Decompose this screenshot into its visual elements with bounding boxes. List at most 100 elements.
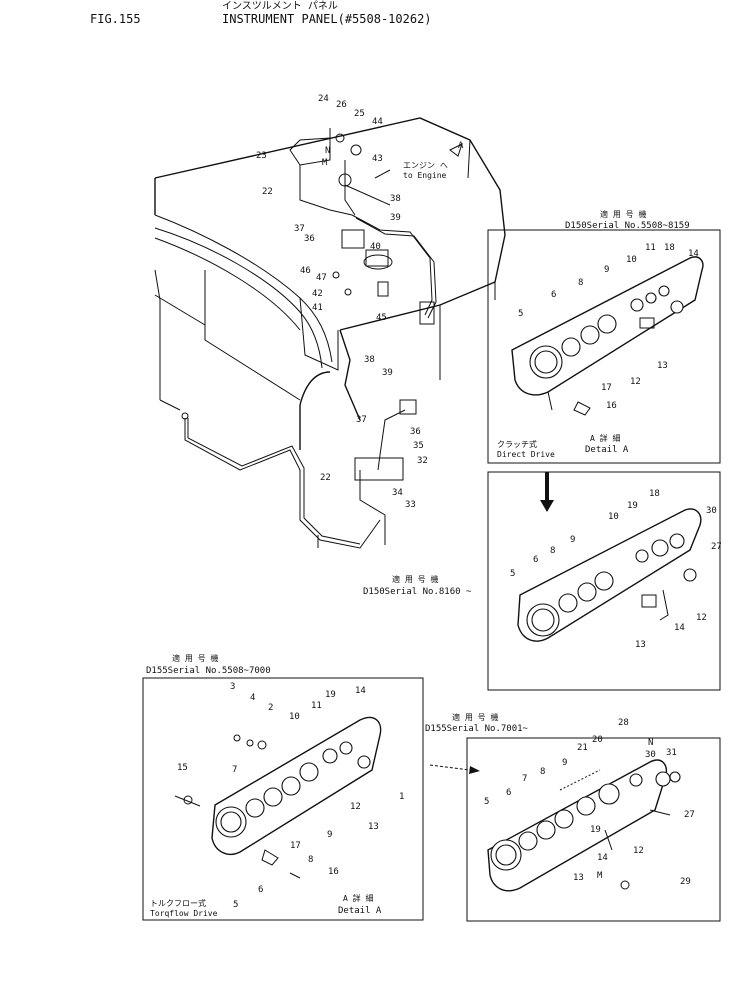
callout: 45 — [376, 313, 387, 323]
serial-japanese: 適 用 号 機 — [600, 209, 646, 219]
callout: 43 — [372, 154, 383, 164]
torqflow-callouts: 3 4 2 19 14 10 11 15 7 1 12 13 9 17 8 16… — [177, 682, 404, 910]
gauge — [651, 539, 669, 557]
indicator-lamp — [658, 285, 670, 297]
callout: N — [325, 146, 330, 156]
callout: 1 — [399, 792, 404, 802]
callout: 8 — [550, 546, 555, 556]
callout: 35 — [413, 441, 424, 451]
callout: 9 — [562, 758, 567, 768]
arrow-right-icon — [429, 764, 471, 771]
detail-japanese: A 詳 細 — [343, 893, 373, 903]
callout: 6 — [551, 290, 556, 300]
callout: 5 — [510, 569, 515, 579]
drive-type-japanese: クラッチ式 — [497, 439, 537, 449]
title-japanese: インスツルメント パネル — [222, 0, 338, 12]
detail-box-direct-drive — [487, 229, 721, 464]
d150-8160-callouts: 19 18 10 30 27 6 8 9 5 12 14 13 — [510, 489, 722, 650]
main-view-callouts: 24 26 25 44 23 N 43 M 22 38 39 37 36 40 … — [256, 94, 428, 510]
indicator-lamp — [635, 549, 649, 563]
gauge — [263, 787, 283, 807]
gauge — [299, 762, 319, 782]
callout: 34 — [392, 488, 403, 498]
engine-label-japanese: エンジン へ — [403, 161, 448, 170]
callout: 16 — [328, 867, 339, 877]
callout: 17 — [290, 841, 301, 851]
callout: 19 — [627, 501, 638, 511]
callout: 27 — [684, 810, 695, 820]
callout: 36 — [410, 427, 421, 437]
gauge — [577, 582, 597, 602]
callout: 31 — [666, 748, 677, 758]
callout: 5 — [233, 900, 238, 910]
callout: 39 — [382, 368, 393, 378]
callout: 12 — [633, 846, 644, 856]
direct-drive-callouts: 10 11 18 14 5 6 8 9 12 13 17 16 — [518, 243, 699, 411]
callout: 47 — [316, 273, 327, 283]
callout: 38 — [364, 355, 375, 365]
drive-type: Torqflow Drive — [150, 909, 218, 918]
callout: 9 — [327, 830, 332, 840]
callout: 37 — [294, 224, 305, 234]
gauge — [245, 798, 265, 818]
callout: 37 — [356, 415, 367, 425]
callout: 33 — [405, 500, 416, 510]
callout: M — [322, 158, 328, 168]
callout: 13 — [573, 873, 584, 883]
callout: 19 — [325, 690, 336, 700]
callout: 12 — [630, 377, 641, 387]
switch — [683, 568, 697, 582]
callout: 8 — [578, 278, 583, 288]
callout: 13 — [368, 822, 379, 832]
callout: 40 — [370, 242, 381, 252]
callout: 22 — [262, 187, 273, 197]
callout: M — [597, 871, 603, 881]
callout: 9 — [570, 535, 575, 545]
callout: 21 — [577, 743, 588, 753]
callout: 25 — [354, 109, 365, 119]
instrument-panel-direct-drive — [511, 256, 704, 416]
indicator-lamp — [655, 771, 671, 787]
drive-type: Direct Drive — [497, 450, 555, 459]
serial-range: D155Serial No.7001~ — [425, 724, 529, 734]
main-exploded-view — [154, 117, 506, 549]
callout: 10 — [608, 512, 619, 522]
serial-japanese: 適 用 号 機 — [392, 574, 438, 584]
gauge — [281, 776, 301, 796]
view-arrow-a: A — [458, 141, 464, 151]
instrument-panel-d155-7001 — [487, 759, 681, 892]
figure-title: INSTRUMENT PANEL(#5508-10262) — [222, 12, 432, 26]
serial-range: D150Serial No.8160 ~ — [363, 587, 472, 597]
gauge — [598, 783, 620, 805]
callout: 14 — [355, 686, 366, 696]
callout: N — [648, 738, 653, 748]
callout: 8 — [540, 767, 545, 777]
detail-box-d155-7001 — [466, 737, 721, 922]
callout: 30 — [706, 506, 717, 516]
callout: 19 — [590, 825, 601, 835]
callout: 27 — [711, 542, 722, 552]
gauge — [554, 809, 574, 829]
callout: 23 — [256, 151, 267, 161]
callout: 36 — [304, 234, 315, 244]
callout: 8 — [308, 855, 313, 865]
callout: 41 — [312, 303, 323, 313]
gauge — [558, 593, 578, 613]
callout: 14 — [597, 853, 608, 863]
callout: 13 — [657, 361, 668, 371]
detail-box-torqflow — [142, 677, 424, 921]
gauge — [576, 796, 596, 816]
callout: 44 — [372, 117, 383, 127]
indicator-lamp — [339, 741, 353, 755]
serial-range: D155Serial No.5508~7000 — [146, 666, 271, 676]
callout: 38 — [390, 194, 401, 204]
gauge — [669, 533, 685, 549]
detail-box-d150-8160 — [487, 471, 721, 691]
callout: 6 — [506, 788, 511, 798]
gauge — [561, 337, 581, 357]
gauge — [536, 820, 556, 840]
gauge — [518, 831, 538, 851]
callout: 15 — [177, 763, 188, 773]
callout: 17 — [601, 383, 612, 393]
